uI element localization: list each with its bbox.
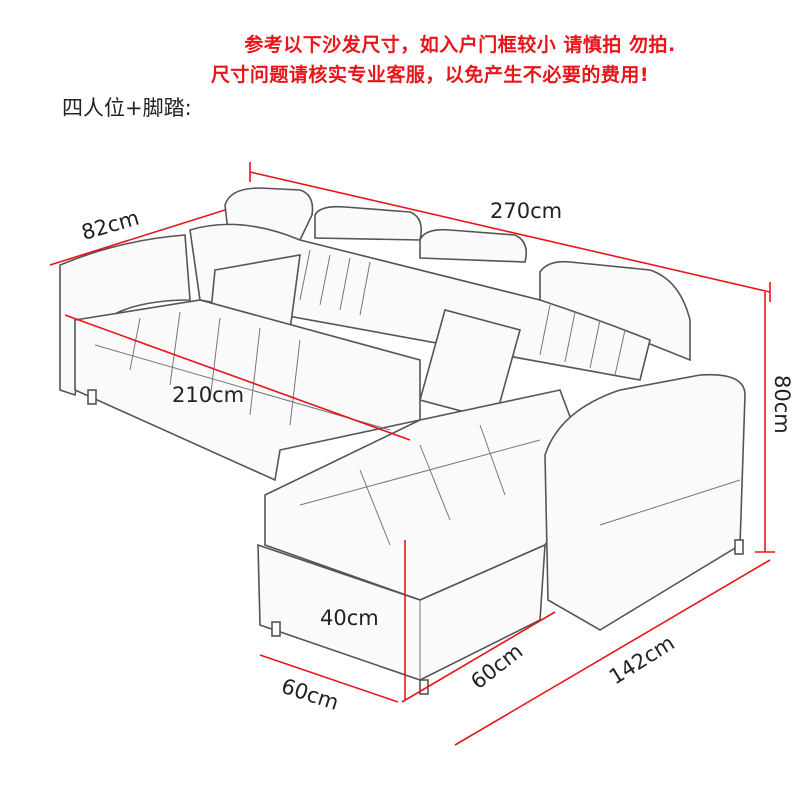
dim-line-142 [454,559,771,746]
notice-line-2: 尺寸问题请核实专业客服，以免产生不必要的费用! [210,64,650,86]
dim-line-60-left [259,654,399,703]
dim-line-270 [249,171,771,293]
product-subtitle: 四人位+脚踏: [62,96,192,120]
dimension-lines [49,162,775,746]
label-270: 270cm [490,199,562,223]
dim-line-82 [49,209,226,266]
sofa-sketch [59,187,746,695]
dim-line-210 [64,314,411,441]
label-80: 80cm [770,375,794,434]
label-40: 40cm [320,606,379,630]
notice-line-1: 参考以下沙发尺寸，如入户门框较小 请慎拍 勿拍. [244,34,676,56]
label-210: 210cm [172,383,244,407]
label-142: 142cm [605,631,679,690]
dim-line-60-right [401,611,556,703]
